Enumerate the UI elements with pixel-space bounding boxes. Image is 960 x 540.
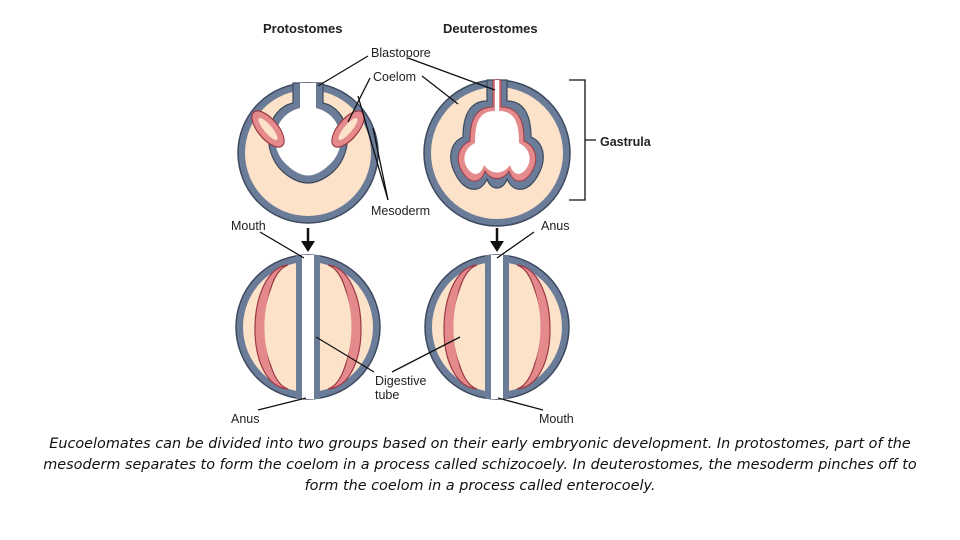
- deuterostome-embryo: [424, 254, 570, 400]
- label-mouth-left: Mouth: [231, 219, 266, 233]
- down-arrow-left: [301, 228, 315, 252]
- figure-caption: Eucoelomates can be divided into two gro…: [43, 436, 917, 494]
- leader-lines: [257, 55, 544, 411]
- label-mesoderm: Mesoderm: [371, 204, 430, 218]
- label-coelom: Coelom: [373, 70, 416, 84]
- protostome-embryo: [235, 254, 381, 400]
- label-tube: tube: [375, 388, 399, 402]
- label-anus-left: Anus: [231, 412, 260, 426]
- embryo-development-diagram: Protostomes Deuterostomes Blastopore Coe…: [231, 21, 652, 426]
- gastrula-bracket: [569, 79, 596, 201]
- down-arrow-right: [490, 228, 504, 252]
- label-digestive: Digestive: [375, 374, 426, 388]
- heading-deuterostomes: Deuterostomes: [443, 21, 538, 36]
- label-blastopore: Blastopore: [371, 46, 431, 60]
- label-mouth-right: Mouth: [539, 412, 574, 426]
- heading-protostomes: Protostomes: [263, 21, 342, 36]
- label-anus-right: Anus: [541, 219, 570, 233]
- deuterostome-gastrula: [423, 79, 571, 227]
- label-gastrula: Gastrula: [600, 135, 652, 149]
